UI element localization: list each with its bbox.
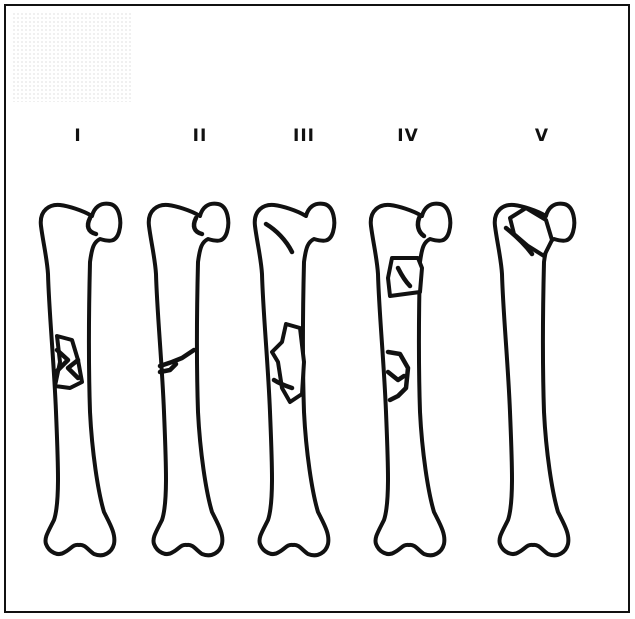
femur-type-1 (41, 204, 121, 556)
femur-type-3 (255, 204, 335, 556)
femur-type-2 (149, 204, 229, 556)
femur-type-4 (371, 204, 451, 556)
femur-type-5 (495, 204, 575, 556)
